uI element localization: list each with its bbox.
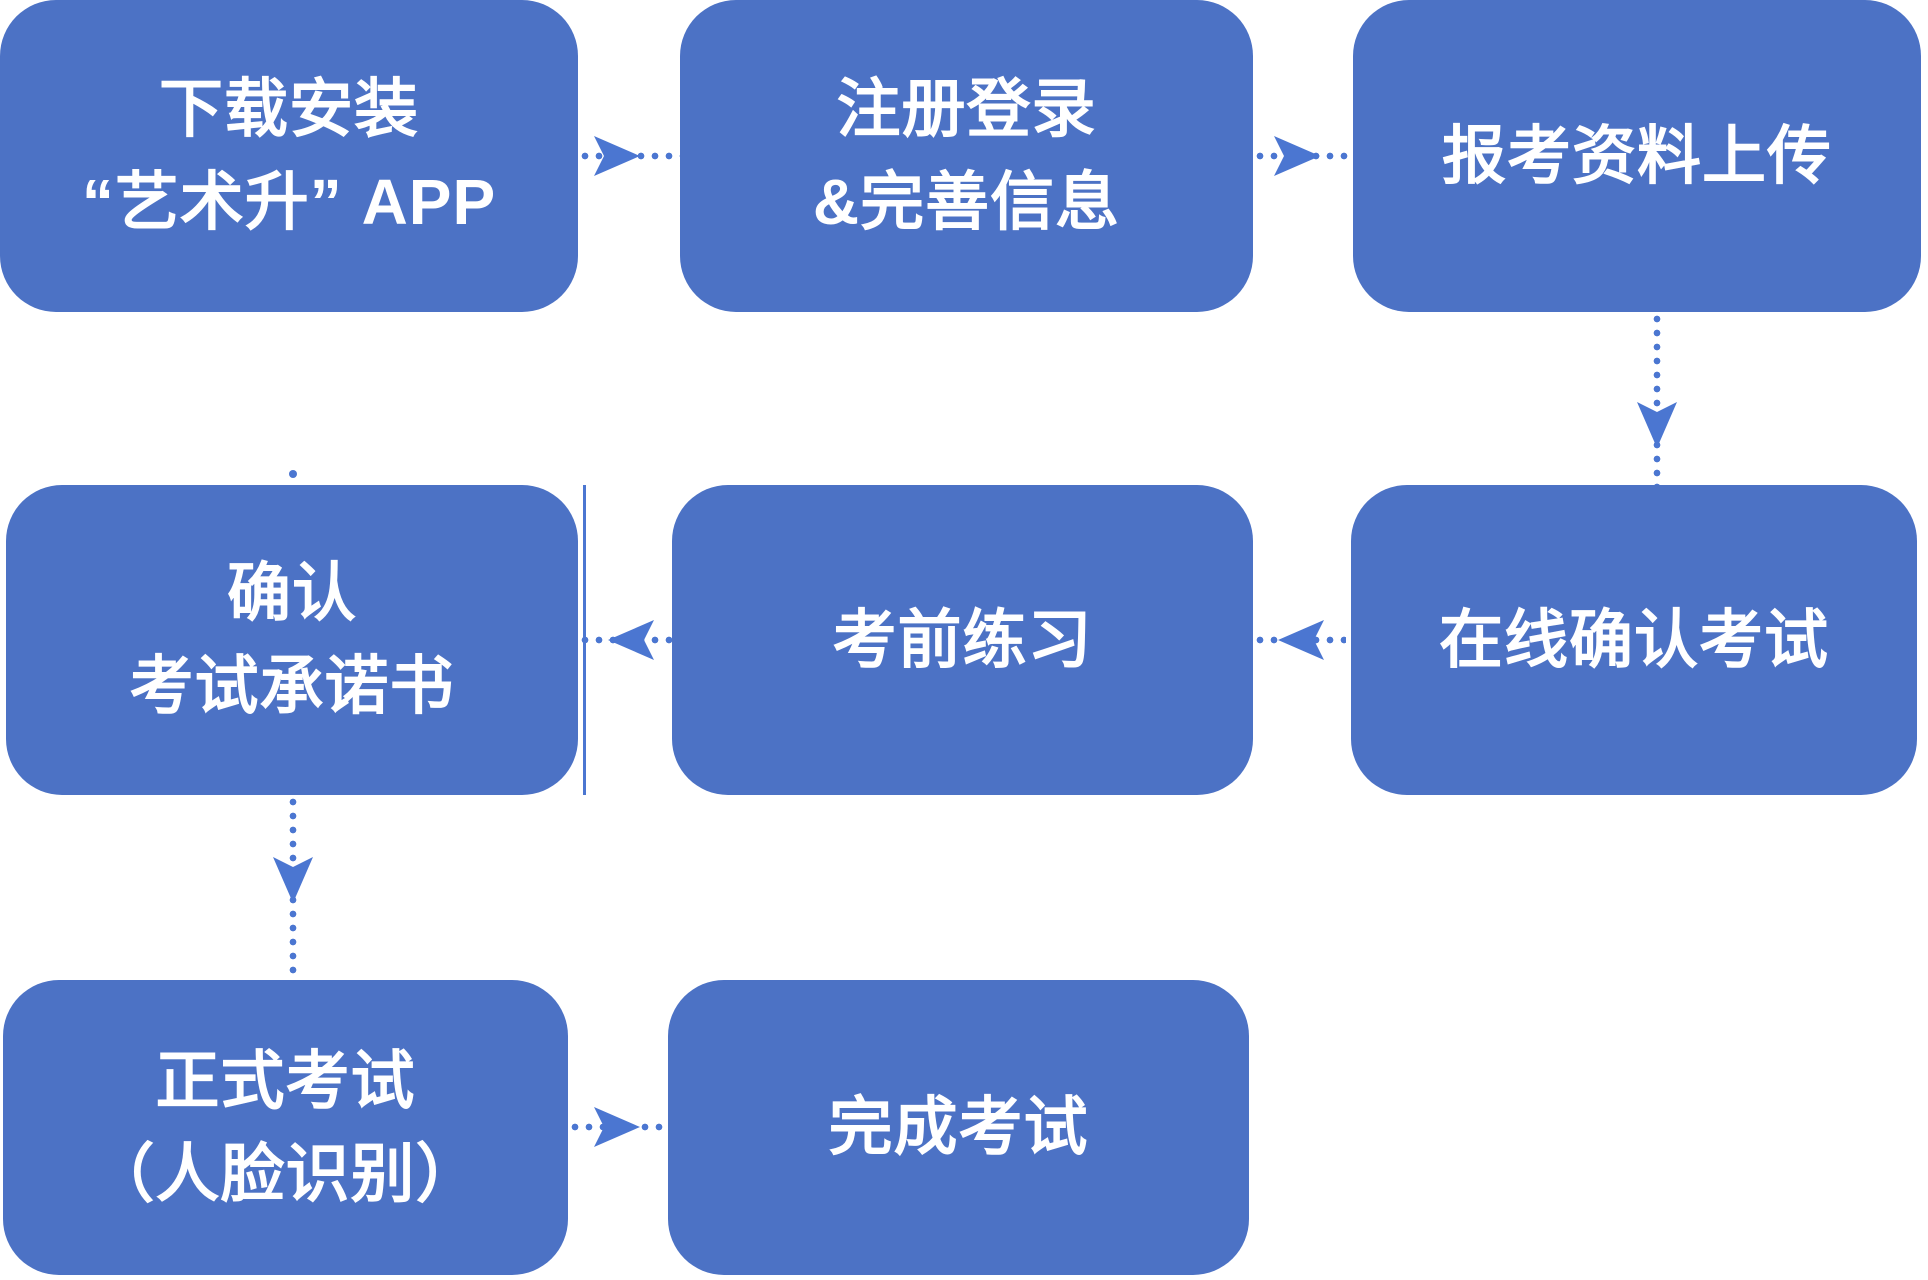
flow-step-label: 考前练习: [832, 603, 1093, 676]
flow-step-formal-exam: 正式考试 （人脸识别）: [3, 980, 568, 1275]
flow-step-label: 完成考试: [828, 1091, 1089, 1164]
connector-residual-dot: [289, 470, 297, 478]
arrow-right-icon: [1274, 136, 1320, 176]
flow-step-label: 考试承诺书: [129, 650, 455, 722]
flow-step-label: 报考资料上传: [1442, 119, 1832, 192]
arrow-right-icon: [594, 1107, 640, 1147]
arrow-down-icon: [273, 857, 313, 903]
connector-residual-line: [583, 485, 586, 795]
flow-step-label: 注册登录: [836, 73, 1097, 146]
flow-step-label: 下载安装: [159, 73, 419, 146]
arrow-down-icon: [1637, 402, 1677, 448]
flow-step-label: &完善信息: [812, 166, 1121, 238]
flow-step-label: （人脸识别）: [90, 1137, 481, 1210]
arrow-left-icon: [1278, 620, 1324, 660]
arrow-right-icon: [594, 136, 640, 176]
flow-step-online-confirm-exam: 在线确认考试: [1351, 485, 1917, 795]
flow-step-label: 正式考试: [155, 1044, 416, 1117]
flow-step-label: 确认: [227, 557, 357, 630]
flow-step-register-login: 注册登录 &完善信息: [680, 0, 1253, 312]
flow-step-download-install-app: 下载安装 “艺术升” APP: [0, 0, 578, 312]
flow-step-pre-exam-practice: 考前练习: [672, 485, 1253, 795]
flow-step-upload-materials: 报考资料上传: [1353, 0, 1921, 312]
flow-step-label: “艺术升” APP: [81, 166, 497, 238]
flow-step-label: 在线确认考试: [1439, 603, 1829, 676]
connector-dotted-line: [1653, 312, 1661, 485]
arrow-left-icon: [608, 620, 654, 660]
flow-step-finish-exam: 完成考试: [668, 980, 1249, 1275]
flow-step-confirm-commitment: 确认 考试承诺书: [6, 485, 578, 795]
